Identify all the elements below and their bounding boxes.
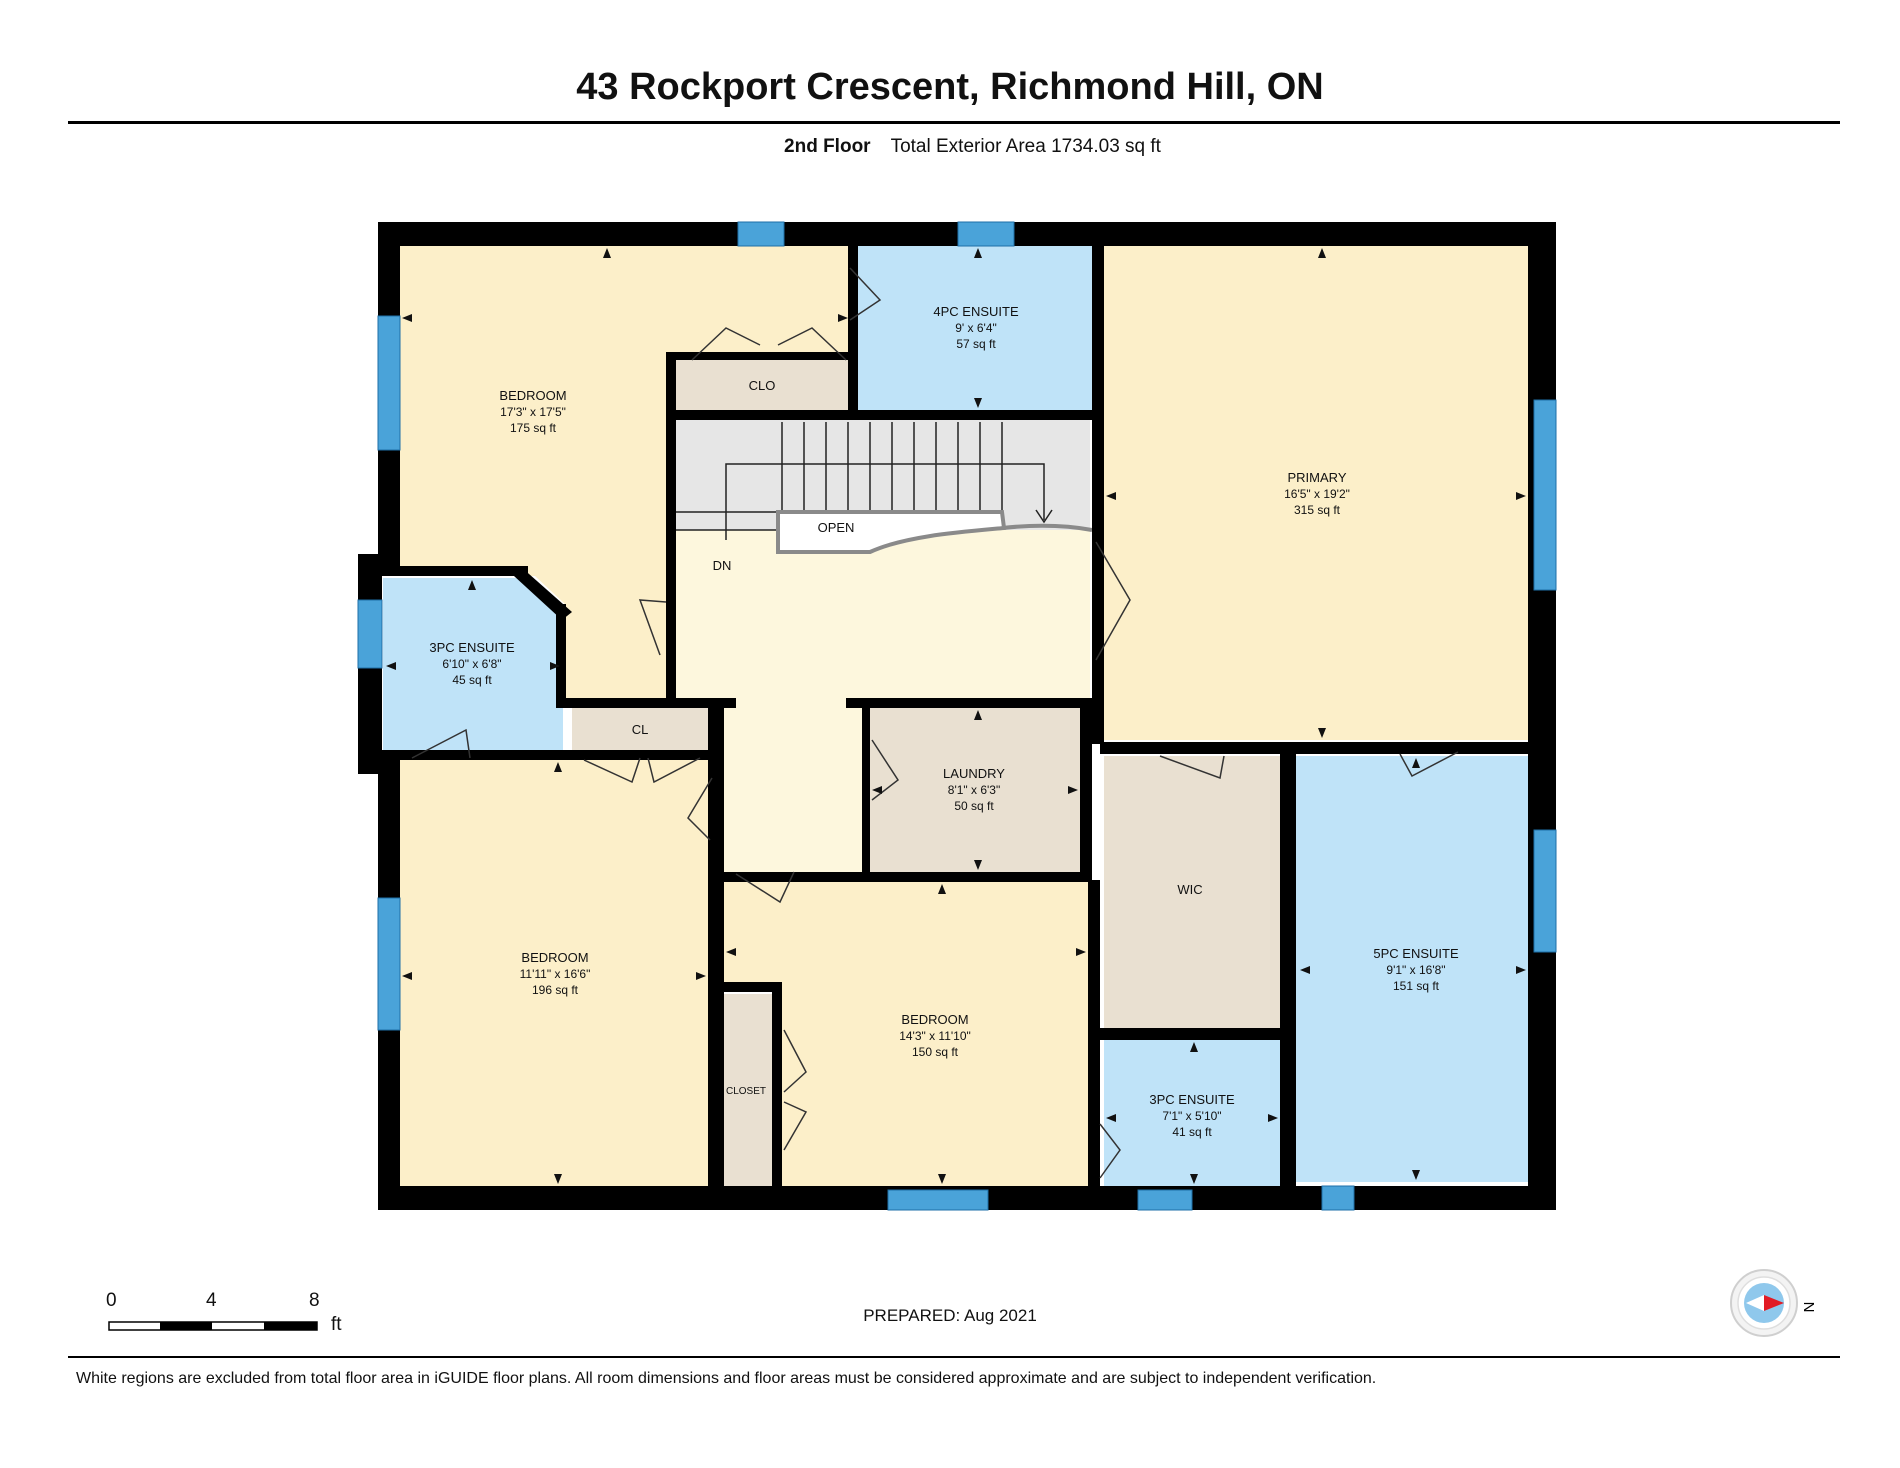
door-swing [777,327,847,361]
room-area: 50 sq ft [954,799,994,813]
compass-icon: N [1730,1269,1817,1337]
door-swing [783,1101,808,1151]
compass-label: N [1800,1302,1817,1313]
room-area: 315 sq ft [1294,503,1341,517]
room-name: BEDROOM [521,950,588,965]
room-area: 150 sq ft [912,1045,959,1059]
door-swing [1095,541,1131,661]
window [357,599,383,669]
door-swing [783,1029,807,1093]
scale-unit: ft [331,1314,342,1335]
room-area: 57 sq ft [956,337,996,351]
dn-label: DN [713,558,732,573]
room-area: 41 sq ft [1172,1125,1212,1139]
room-dims: 6'10" x 6'8" [442,657,501,671]
door-swing [583,757,641,784]
room-name: 4PC ENSUITE [933,304,1019,319]
ensuite-5pc-fill [1296,756,1528,1182]
wic-fill [1104,756,1280,1028]
ensuite-4pc-fill [858,246,1094,410]
floor-subtitle: 2nd Floor Total Exterior Area 1734.03 sq … [0,136,1900,158]
room-name: 3PC ENSUITE [1149,1092,1235,1107]
room-dims: 7'1" x 5'10" [1162,1109,1221,1123]
footer-rule [68,1356,1840,1358]
dimension-arrows [386,248,1526,1184]
window [1533,399,1557,591]
closet-label: CLOSET [726,1086,766,1097]
exterior-area: Total Exterior Area 1734.03 sq ft [890,136,1161,157]
window [1137,1189,1193,1211]
room-area: 151 sq ft [1393,979,1440,993]
room-area: 45 sq ft [452,673,492,687]
window [377,897,401,1031]
room-dims: 17'3" x 17'5" [500,405,566,419]
room-dims: 11'11" x 16'6" [520,967,591,981]
stair-treads [676,422,1053,540]
room-dims: 9'1" x 16'8" [1386,963,1445,977]
closet-fill [724,994,772,1186]
room-name: PRIMARY [1288,470,1347,485]
scale-bar-graphic [108,1321,318,1331]
hall-fill [676,530,1090,872]
scale-tick-8: 8 [309,1290,320,1311]
room-name: 3PC ENSUITE [429,640,515,655]
windows [357,221,1557,1211]
room-name: BEDROOM [901,1012,968,1027]
room-area: 175 sq ft [510,421,557,435]
bedroom-sw-fill [398,760,708,1186]
room-name: LAUNDRY [943,766,1005,781]
scale-tick-0: 0 [106,1290,117,1311]
bedroom-nw-lower-fill [398,562,666,698]
laundry-fill [870,708,1080,872]
railing [1001,523,1093,532]
window [887,1189,989,1211]
prepared-date: PREPARED: Aug 2021 [863,1306,1037,1325]
room-dims: 8'1" x 6'3" [948,783,1000,797]
primary-fill [1102,246,1528,740]
door-swing [638,599,667,656]
door-swing [849,267,882,321]
door-swing [1399,751,1459,778]
door-swing [687,777,713,841]
doors [411,267,1459,1179]
door-swing [1099,1123,1121,1179]
room-dims: 14'3" x 11'10" [899,1029,971,1043]
footer-disclaimer: White regions are excluded from total fl… [76,1370,1377,1387]
wic-label: WIC [1177,882,1202,897]
window [1321,1185,1355,1211]
room-area: 196 sq ft [532,983,579,997]
cl-fill [572,708,708,752]
window [1533,829,1557,953]
bedroom-s-upper-fill [724,880,784,986]
room-dims: 16'5" x 19'2" [1284,487,1350,501]
room-name: 5PC ENSUITE [1373,946,1459,961]
window [377,315,401,451]
header-rule [68,121,1840,124]
door-swing [691,327,761,361]
floor-name: 2nd Floor [784,136,871,157]
window [737,221,785,247]
cl-label: CL [632,722,649,737]
door-swing [1159,755,1225,780]
scale-tick-4: 4 [206,1290,217,1311]
door-swing [411,728,471,759]
door-swing [647,757,701,784]
ensuite-3pc-w-fill [383,578,563,750]
door-swing [735,871,795,904]
page-title: 43 Rockport Crescent, Richmond Hill, ON [576,66,1324,108]
room-dims: 9' x 6'4" [955,321,997,335]
window [957,221,1015,247]
ensuite-3pc-s-fill [1104,1040,1282,1186]
room-name: BEDROOM [499,388,566,403]
open-label: OPEN [818,520,855,535]
angled-wall [514,566,572,620]
room-fills [383,246,1528,1186]
bedroom-s-fill [782,880,1088,1186]
clo-fill [676,360,848,410]
room-labels: BEDROOM 17'3" x 17'5" 175 sq ft 4PC ENSU… [429,304,1459,1139]
clo-label: CLO [749,378,776,393]
